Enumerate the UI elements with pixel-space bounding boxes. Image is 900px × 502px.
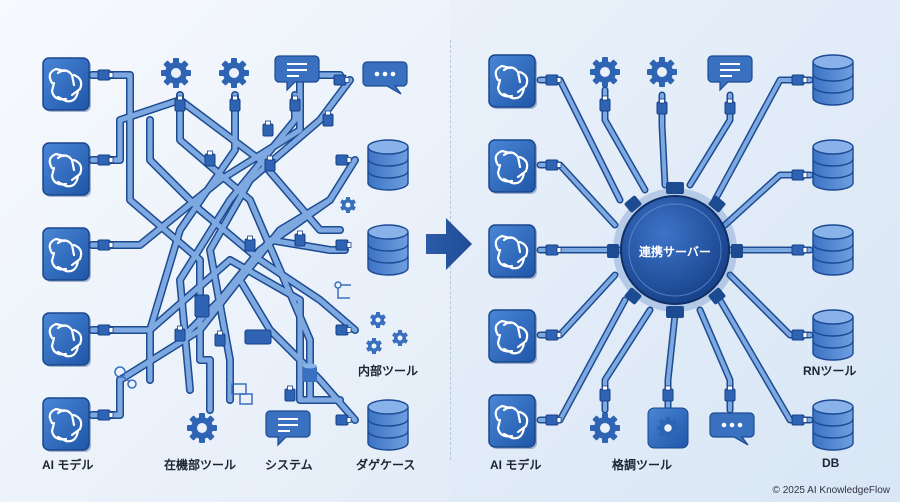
left-right-column bbox=[340, 139, 409, 451]
right-rn-tool-label: RNツール bbox=[803, 364, 857, 378]
gear-icon bbox=[590, 413, 620, 443]
gear-icon bbox=[366, 338, 382, 354]
ai-model-icon bbox=[43, 228, 91, 282]
right-db-label: DB bbox=[822, 456, 840, 470]
tangled-cables bbox=[88, 71, 359, 424]
left-top-tools bbox=[161, 55, 408, 95]
left-database-label: ダゲケース bbox=[356, 458, 416, 472]
left-system-label: システム bbox=[265, 458, 313, 472]
ai-model-icon bbox=[489, 395, 537, 449]
flow-icon bbox=[114, 281, 351, 405]
gear-icon bbox=[219, 58, 249, 88]
tangled-connectors bbox=[97, 69, 352, 426]
right-top-tools bbox=[590, 55, 753, 91]
gear-icon bbox=[392, 330, 408, 346]
left-bottom-tools bbox=[114, 281, 351, 446]
gear-icon bbox=[370, 312, 386, 328]
gear-icon bbox=[647, 57, 677, 87]
gear-tile-icon bbox=[647, 407, 689, 449]
gear-icon bbox=[161, 58, 191, 88]
database-icon bbox=[367, 224, 409, 276]
left-ai-models bbox=[43, 58, 91, 452]
left-ai-model-label: AI モデル bbox=[42, 458, 94, 472]
gear-icon bbox=[187, 413, 217, 443]
gear-icon bbox=[590, 57, 620, 87]
message-icon bbox=[362, 61, 408, 95]
right-tools-label: 格調ツール bbox=[612, 458, 673, 472]
chat-icon bbox=[265, 410, 311, 446]
database-icon bbox=[812, 309, 854, 361]
ai-model-icon bbox=[43, 58, 91, 112]
database-icon bbox=[812, 139, 854, 191]
ai-model-icon bbox=[489, 310, 537, 364]
gear-icon bbox=[340, 197, 356, 213]
right-databases bbox=[812, 54, 854, 451]
right-bottom-tools bbox=[590, 407, 755, 449]
ai-model-icon bbox=[43, 313, 91, 367]
hub bbox=[607, 182, 743, 318]
ai-model-icon bbox=[489, 225, 537, 279]
right-ai-models bbox=[489, 55, 537, 449]
database-icon bbox=[367, 139, 409, 191]
right-ai-model-label: AI モデル bbox=[490, 458, 542, 472]
mini-db-icon bbox=[303, 363, 317, 382]
chat-icon bbox=[707, 55, 753, 91]
database-icon bbox=[812, 224, 854, 276]
ai-model-icon bbox=[43, 398, 91, 452]
ai-model-icon bbox=[43, 143, 91, 197]
message-icon bbox=[709, 412, 755, 446]
ai-model-icon bbox=[489, 140, 537, 194]
hub-label: 連携サーバー bbox=[639, 245, 711, 259]
database-icon bbox=[812, 54, 854, 106]
left-internal-tool-label: 内部ツール bbox=[358, 364, 419, 378]
database-icon bbox=[367, 399, 409, 451]
left-inventory-tool-label: 在機部ツール bbox=[164, 458, 237, 472]
ai-model-icon bbox=[489, 55, 537, 109]
copyright: © 2025 AI KnowledgeFlow bbox=[772, 485, 890, 496]
transition-arrow bbox=[426, 218, 472, 270]
database-icon bbox=[812, 399, 854, 451]
